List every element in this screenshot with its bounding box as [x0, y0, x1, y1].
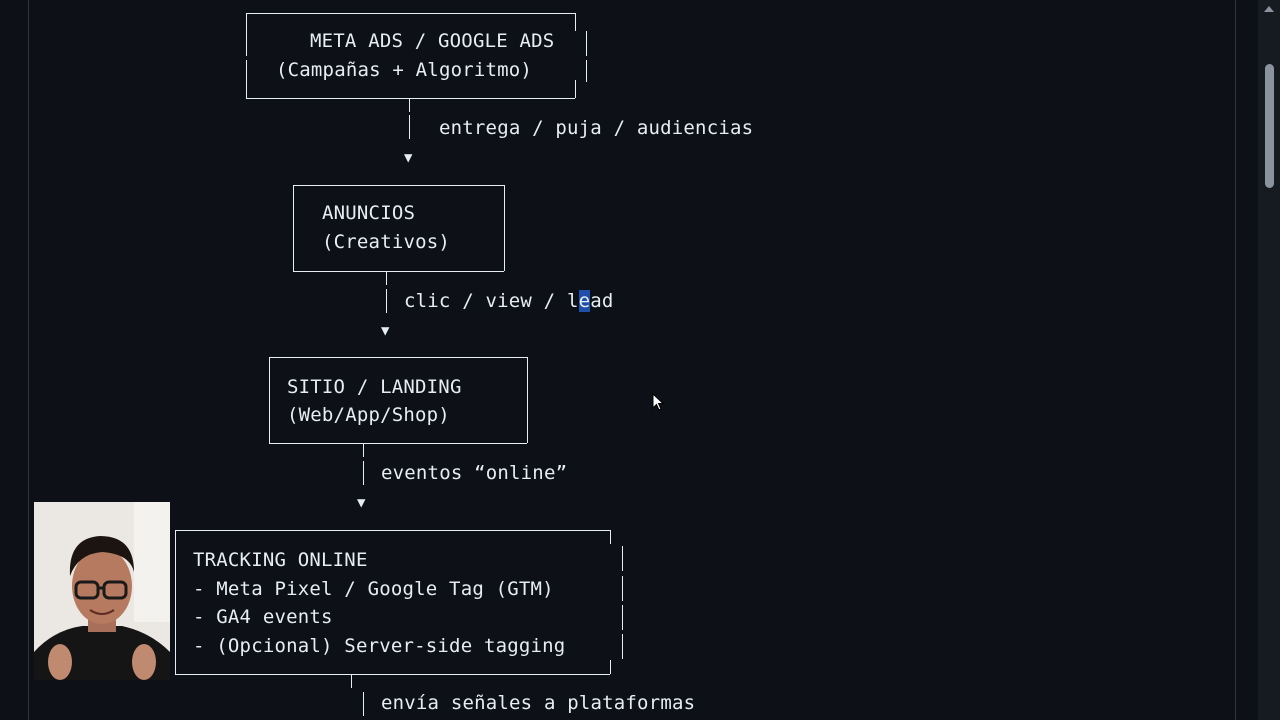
- vertical-scrollbar[interactable]: [1258, 0, 1280, 720]
- box2-subtitle: (Creativos): [322, 231, 451, 253]
- edge3-label: eventos “online”: [381, 462, 568, 484]
- box4-item-3: - (Opcional) Server-side tagging: [193, 635, 566, 657]
- box3-title: SITIO / LANDING: [287, 376, 462, 398]
- box1-title: META ADS / GOOGLE ADS: [310, 30, 555, 52]
- box2-title: ANUNCIOS: [322, 202, 416, 224]
- presenter-webcam: [34, 502, 170, 680]
- text-selection[interactable]: e: [578, 290, 591, 312]
- down-arrow-icon: ▼: [404, 150, 413, 166]
- edge4-label: envía señales a plataformas: [381, 692, 696, 714]
- mouse-pointer-icon: [652, 392, 665, 416]
- scrollbar-thumb[interactable]: [1265, 64, 1274, 188]
- down-arrow-icon: ▼: [357, 495, 366, 511]
- box4-title: TRACKING ONLINE: [193, 549, 368, 571]
- box4-item-1: - Meta Pixel / Google Tag (GTM): [193, 578, 554, 600]
- down-arrow-icon: ▼: [381, 323, 390, 339]
- edge1-label: entrega / puja / audiencias: [439, 117, 754, 139]
- edge2-label: clic / view / lead: [404, 290, 614, 312]
- box1-subtitle: (Campañas + Algoritmo): [276, 59, 533, 81]
- box3-subtitle: (Web/App/Shop): [287, 404, 450, 426]
- box4-item-2: - GA4 events: [193, 606, 333, 628]
- scroll-up-icon[interactable]: [1264, 6, 1274, 12]
- diagram-panel: [28, 0, 1236, 720]
